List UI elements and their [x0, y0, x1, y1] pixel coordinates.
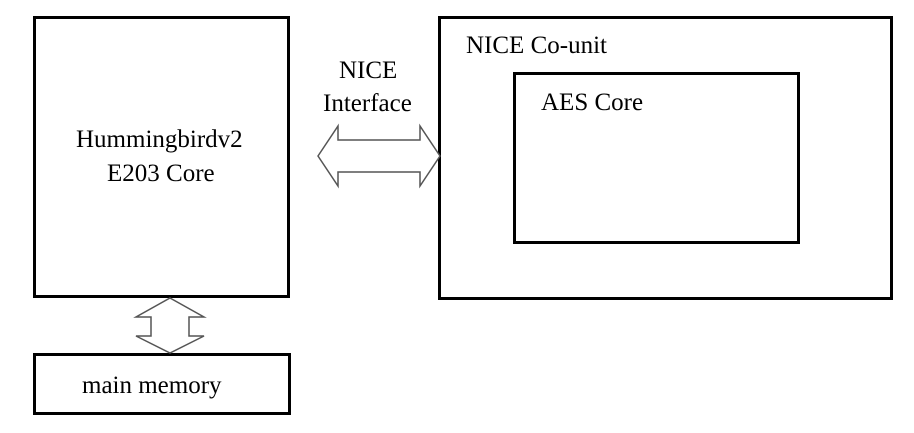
main-memory-block — [33, 353, 291, 415]
hummingbird-core-block — [33, 16, 290, 298]
nice-interface-arrow — [317, 123, 441, 189]
memory-label: main memory — [82, 372, 222, 399]
interface-label-line1: NICE — [339, 57, 398, 84]
memory-bus-arrow — [133, 297, 207, 354]
counit-label: NICE Co-unit — [466, 32, 607, 59]
aes-core-block — [513, 72, 800, 244]
core-label-line2: E203 Core — [107, 160, 215, 187]
interface-label-line2: Interface — [323, 90, 412, 117]
aes-label: AES Core — [541, 89, 644, 116]
core-label-line1: Hummingbirdv2 — [76, 126, 243, 153]
